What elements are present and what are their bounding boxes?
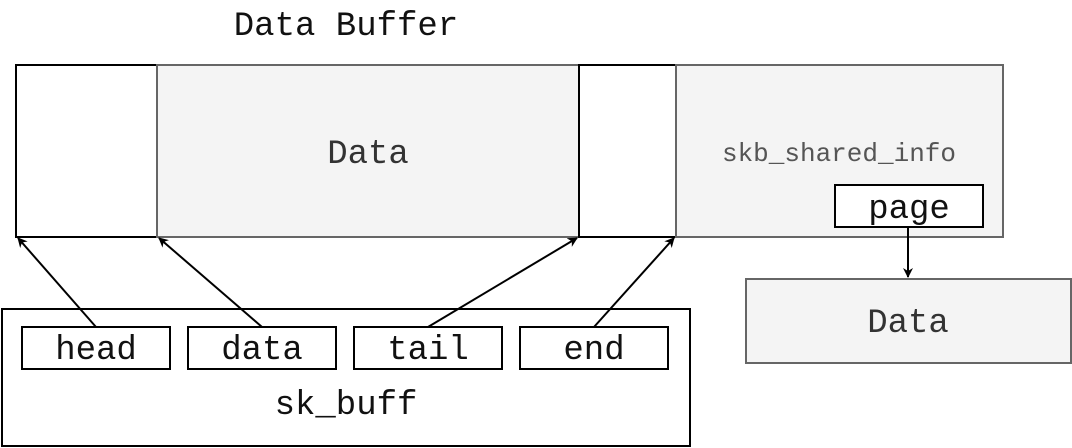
end-pointer-arrow — [593, 237, 675, 328]
data-buffer: Data skb_shared_info page — [15, 64, 1004, 238]
end-field-box — [519, 326, 669, 370]
head-field-label: head — [55, 332, 137, 370]
tail-pointer-arrow — [427, 237, 578, 328]
diagram-title: Data Buffer — [234, 8, 458, 46]
pointer-arrows — [17, 227, 913, 328]
page-data-box — [745, 278, 1072, 364]
tailroom-segment — [578, 64, 677, 238]
data-field-box — [187, 326, 337, 370]
sk-buff-label: sk_buff — [275, 387, 418, 425]
page-data-label: Data — [867, 305, 949, 343]
end-field-label: end — [563, 332, 624, 370]
data-segment — [156, 64, 580, 238]
sk-buff-struct: head data tail end sk_buff — [1, 308, 691, 447]
headroom-segment — [15, 64, 158, 238]
tail-field-box — [353, 326, 503, 370]
page-field-label: page — [868, 191, 950, 229]
head-pointer-arrow — [17, 237, 97, 328]
head-field-box — [21, 326, 171, 370]
data-field-label: data — [221, 332, 303, 370]
tail-field-label: tail — [387, 332, 469, 370]
shared-info-label: skb_shared_info — [722, 139, 956, 169]
data-pointer-arrow — [158, 237, 263, 328]
data-segment-label: Data — [327, 136, 409, 174]
